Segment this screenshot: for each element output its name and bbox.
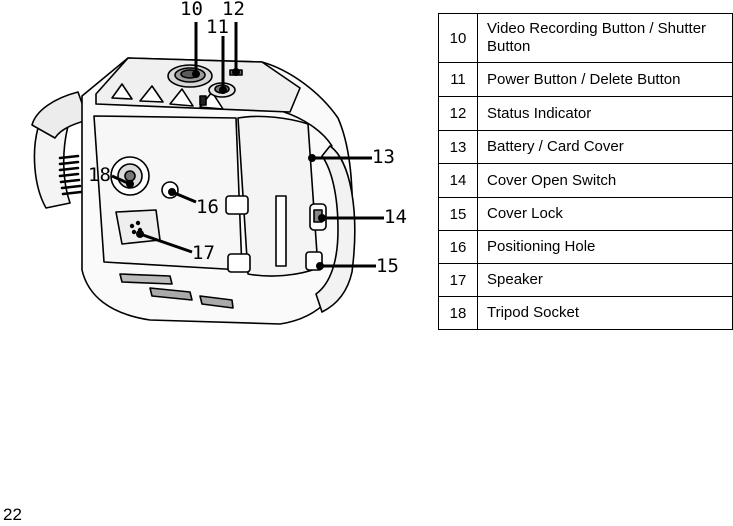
table-row: 12 Status Indicator [438, 96, 733, 131]
part-label: Status Indicator [477, 96, 733, 131]
part-label: Positioning Hole [477, 230, 733, 264]
table-row: 17 Speaker [438, 263, 733, 297]
table-row: 13 Battery / Card Cover [438, 130, 733, 164]
part-label: Power Button / Delete Button [477, 62, 733, 97]
table-row: 14 Cover Open Switch [438, 163, 733, 198]
part-number: 17 [438, 263, 478, 297]
part-number: 10 [438, 13, 478, 63]
parts-table: 10 Video Recording Button / Shutter Butt… [438, 13, 733, 330]
part-number: 15 [438, 197, 478, 231]
part-label: Video Recording Button / Shutter Button [477, 13, 733, 63]
callout-10: 10 [180, 0, 203, 20]
callout-15: 15 [376, 255, 399, 277]
camera-figure: 10 12 11 13 14 15 16 17 18 [0, 0, 420, 340]
table-row: 10 Video Recording Button / Shutter Butt… [438, 13, 733, 63]
table-row: 11 Power Button / Delete Button [438, 62, 733, 97]
part-number: 11 [438, 62, 478, 97]
callout-13: 13 [372, 146, 395, 168]
part-number: 18 [438, 296, 478, 330]
part-number: 16 [438, 230, 478, 264]
part-label: Cover Lock [477, 197, 733, 231]
table-row: 16 Positioning Hole [438, 230, 733, 264]
part-number: 12 [438, 96, 478, 131]
part-label: Cover Open Switch [477, 163, 733, 198]
part-label: Speaker [477, 263, 733, 297]
camera-illustration [31, 22, 384, 325]
callout-14: 14 [384, 206, 407, 228]
part-label: Battery / Card Cover [477, 130, 733, 164]
page-number: 22 [3, 505, 22, 524]
table-row: 15 Cover Lock [438, 197, 733, 231]
callout-18: 18 [88, 164, 111, 186]
part-label: Tripod Socket [477, 296, 733, 330]
part-number: 13 [438, 130, 478, 164]
callout-16: 16 [196, 196, 219, 218]
callout-17: 17 [192, 242, 215, 264]
callout-11: 11 [206, 16, 229, 38]
callout-12: 12 [222, 0, 245, 20]
part-number: 14 [438, 163, 478, 198]
table-row: 18 Tripod Socket [438, 296, 733, 330]
